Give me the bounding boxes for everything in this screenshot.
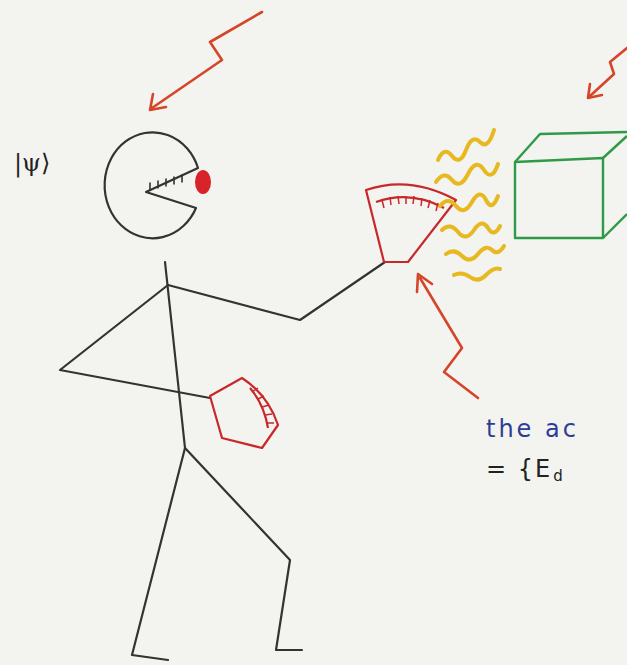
meter [210,378,278,448]
handwritten-note: the ac [486,416,579,442]
cube [515,132,627,238]
state-label: |ψ⟩ [14,150,50,176]
subscript: d [553,468,563,485]
torso [165,262,185,448]
head [105,132,198,238]
wave-lines [436,130,504,280]
arm [168,262,385,320]
eye [195,170,211,194]
formula: = {E [486,456,552,482]
meter [366,184,456,262]
leg [132,448,185,660]
teeth [150,175,182,190]
zigzag-arrow [150,12,627,398]
arm [60,285,210,398]
leg [185,448,302,650]
